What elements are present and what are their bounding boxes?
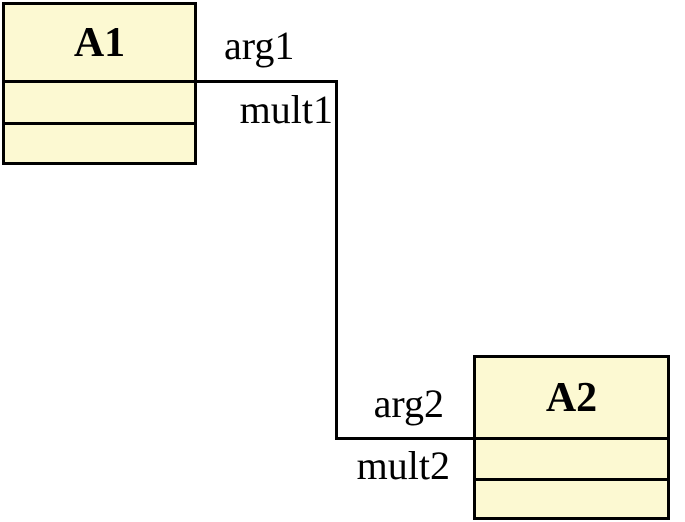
class-a2-title: A2 bbox=[545, 374, 598, 421]
association-segment-horizontal-bottom bbox=[335, 437, 473, 440]
association-segment-vertical bbox=[335, 80, 338, 440]
association-label-arg2: arg2 bbox=[373, 381, 444, 426]
class-a2-operations-compartment bbox=[476, 478, 667, 517]
class-a1-title: A1 bbox=[73, 19, 126, 66]
association-label-mult2: mult2 bbox=[356, 443, 450, 488]
association-segment-horizontal-top bbox=[197, 80, 338, 83]
association-label-arg1: arg1 bbox=[224, 23, 295, 68]
class-box-a1: A1 bbox=[2, 2, 197, 165]
association-label-mult1: mult1 bbox=[239, 87, 333, 132]
class-a1-operations-compartment bbox=[5, 122, 194, 162]
class-box-a2: A2 bbox=[473, 355, 670, 520]
class-a1-attributes-compartment bbox=[5, 80, 194, 122]
class-a2-attributes-compartment bbox=[476, 437, 667, 478]
